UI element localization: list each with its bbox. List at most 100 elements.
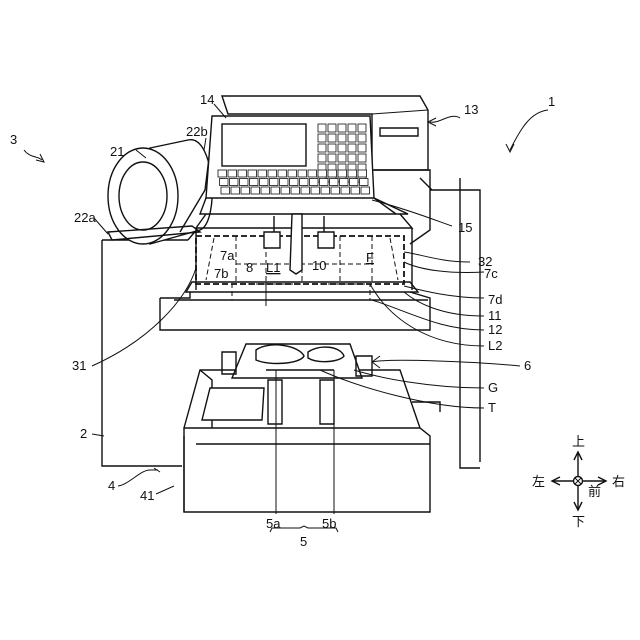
keyboard-key	[348, 170, 357, 177]
label-15: 15	[458, 220, 472, 235]
keyboard-key	[250, 179, 259, 186]
compass-down: 下	[572, 514, 585, 529]
label-32: 32	[478, 254, 492, 269]
label-41: 41	[140, 488, 154, 503]
keyboard-key	[231, 187, 240, 194]
keyboard-key	[220, 179, 229, 186]
keyboard-key	[328, 170, 337, 177]
label-22a: 22a	[74, 210, 96, 225]
keypad-key	[348, 124, 356, 132]
keyboard-key	[321, 187, 330, 194]
keypad-key	[328, 144, 336, 152]
keyboard-key	[258, 170, 267, 177]
keypad-key	[358, 144, 366, 152]
label-4: 4	[108, 478, 115, 493]
label-7b: 7b	[214, 266, 228, 281]
keypad-key	[318, 154, 326, 162]
keyboard-key	[268, 170, 277, 177]
keyboard-key	[318, 170, 327, 177]
keyboard-key	[351, 187, 360, 194]
keyboard-key	[361, 187, 370, 194]
keypad-key	[338, 144, 346, 152]
keyboard-key	[261, 187, 270, 194]
keypad-key	[348, 144, 356, 152]
label-22b: 22b	[186, 124, 208, 139]
keyboard-key	[228, 170, 237, 177]
label-5a: 5a	[266, 516, 281, 531]
keyboard-key	[338, 170, 347, 177]
direction-compass: 上 下 左 右 前	[532, 434, 625, 529]
keyboard-key	[260, 179, 269, 186]
print-area	[160, 214, 430, 330]
keyboard-key	[311, 187, 320, 194]
keyboard-key	[298, 170, 307, 177]
keypad-key	[348, 154, 356, 162]
label-T: T	[488, 400, 496, 415]
keypad-key	[358, 124, 366, 132]
keyboard-key	[350, 179, 359, 186]
label-5b: 5b	[322, 516, 336, 531]
label-L1: L1	[266, 260, 280, 275]
label-14: 14	[200, 92, 214, 107]
compass-left: 左	[532, 474, 545, 489]
label-7a: 7a	[220, 248, 235, 263]
keyboard-key	[291, 187, 300, 194]
label-13: 13	[464, 102, 478, 117]
keyboard-key	[281, 187, 290, 194]
keyboard-key	[270, 179, 279, 186]
control-unit	[200, 96, 430, 244]
keypad-key	[338, 154, 346, 162]
keypad-key	[338, 124, 346, 132]
keyboard-key	[301, 187, 310, 194]
label-21: 21	[110, 144, 124, 159]
keypad-key	[358, 134, 366, 142]
keypad-key	[328, 134, 336, 142]
keypad-key	[318, 124, 326, 132]
keyboard-key	[330, 179, 339, 186]
compass-up: 上	[572, 434, 585, 449]
keypad-key	[348, 134, 356, 142]
keyboard-key	[360, 179, 369, 186]
compass-front: 前	[588, 484, 601, 499]
keyboard-key	[241, 187, 250, 194]
keyboard-key	[320, 179, 329, 186]
keyboard-key	[290, 179, 299, 186]
label-L2: L2	[488, 338, 502, 353]
keyboard-key	[280, 179, 289, 186]
label-1: 1	[548, 94, 555, 109]
keypad-key	[328, 154, 336, 162]
keyboard-key	[310, 179, 319, 186]
label-2: 2	[80, 426, 87, 441]
keyboard-key	[340, 179, 349, 186]
keypad-key	[328, 124, 336, 132]
keyboard-key	[240, 179, 249, 186]
label-F: F	[366, 250, 374, 265]
keypad-key	[338, 134, 346, 142]
label-31: 31	[72, 358, 86, 373]
keypad-key	[318, 134, 326, 142]
keyboard-key	[358, 170, 367, 177]
label-11: 11	[488, 308, 502, 323]
label-10: 10	[312, 258, 326, 273]
label-3: 3	[10, 132, 17, 147]
keyboard-key	[308, 170, 317, 177]
label-12: 12	[488, 322, 502, 337]
keyboard-key	[278, 170, 287, 177]
label-G: G	[488, 380, 498, 395]
label-7d: 7d	[488, 292, 502, 307]
keyboard-key	[251, 187, 260, 194]
keyboard-key	[341, 187, 350, 194]
tray-unit	[184, 344, 430, 512]
keyboard-key	[238, 170, 247, 177]
keyboard-key	[221, 187, 230, 194]
keyboard-key	[218, 170, 227, 177]
compass-right: 右	[612, 474, 625, 489]
label-6: 6	[524, 358, 531, 373]
keyboard-key	[248, 170, 257, 177]
keyboard-key	[288, 170, 297, 177]
label-5: 5	[300, 534, 307, 549]
keyboard-key	[230, 179, 239, 186]
keyboard-key	[331, 187, 340, 194]
keyboard-key	[271, 187, 280, 194]
